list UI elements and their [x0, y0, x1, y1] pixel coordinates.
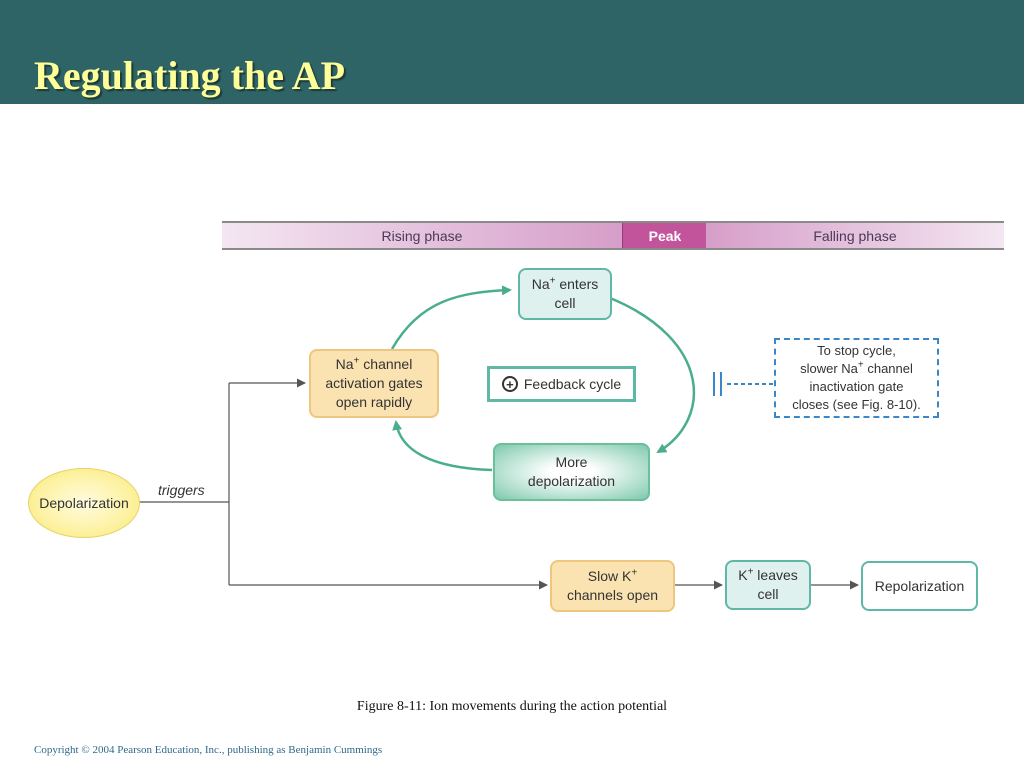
na-enters-cell-box: Na+ enters cell [518, 268, 612, 320]
k-leaves-cell-box: K+ leaves cell [725, 560, 811, 610]
rising-phase-label: Rising phase [222, 223, 622, 248]
slide-title: Regulating the AP [34, 53, 346, 98]
depolarization-node: Depolarization [28, 468, 140, 538]
arrow-activation-to-na-enters [390, 285, 512, 350]
figure-caption: Figure 8-11: Ion movements during the ac… [356, 699, 668, 714]
triggers-label: triggers [158, 482, 205, 498]
phase-bar: Rising phase Peak Falling phase [222, 221, 1004, 250]
feedback-cycle-box: + Feedback cycle [487, 366, 636, 402]
copyright-notice: Copyright © 2004 Pearson Education, Inc.… [34, 744, 383, 756]
more-depolarization-box: More depolarization [493, 443, 650, 501]
arrow-more-depolarization-to-activation [392, 420, 493, 472]
stop-cycle-note: To stop cycle, slower Na+ channel inacti… [774, 338, 939, 418]
feedback-cycle-label: Feedback cycle [523, 376, 622, 392]
slide-header [0, 0, 1024, 104]
plus-icon: + [501, 376, 518, 392]
na-activation-gates-box: Na+ channel activation gates open rapidl… [309, 349, 439, 418]
peak-label: Peak [622, 223, 708, 248]
repolarization-box: Repolarization [861, 561, 978, 611]
slow-k-channels-box: Slow K+ channels open [550, 560, 675, 612]
falling-phase-label: Falling phase [706, 223, 1004, 248]
